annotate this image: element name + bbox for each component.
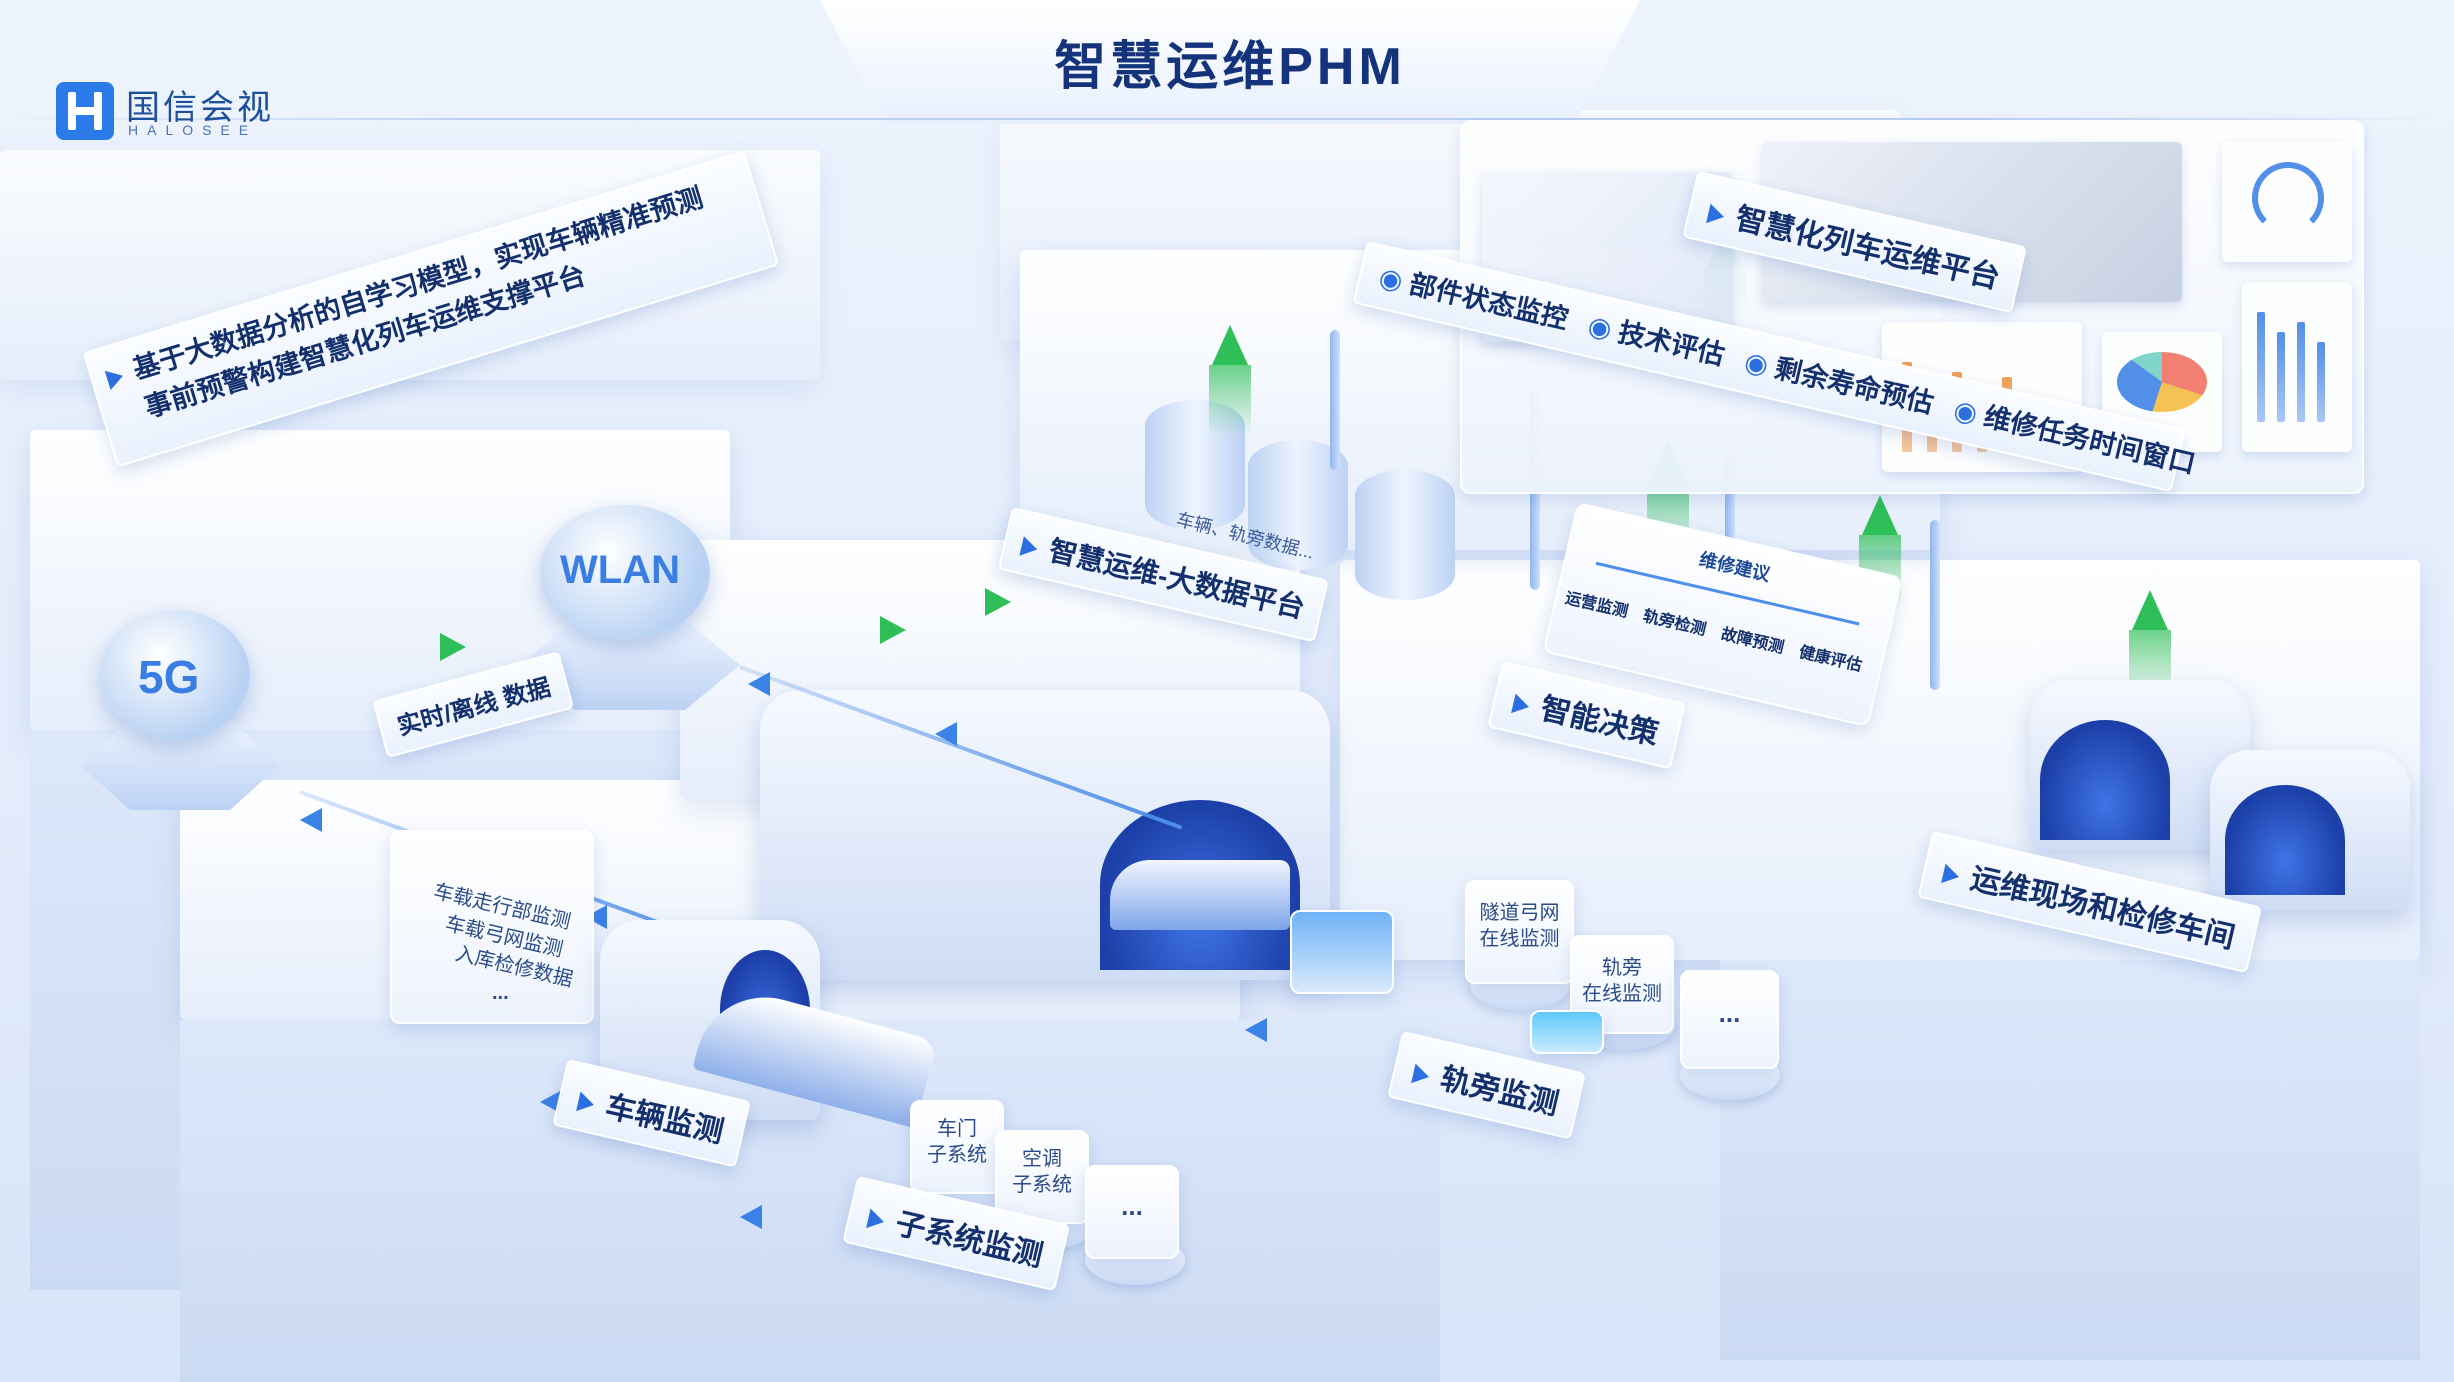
trackside-device [1290, 910, 1394, 994]
pointer-icon [1511, 693, 1532, 717]
subsystem-card-line1: ... [1121, 1191, 1143, 1221]
flow-arrow-icon [300, 808, 322, 832]
train-icon [1110, 860, 1290, 930]
trackside-card-line1: ... [1718, 998, 1741, 1028]
pipe-connector [1330, 330, 1340, 470]
pointer-icon [104, 366, 126, 390]
trackside-card-line1: 隧道弓网 [1479, 902, 1560, 924]
brand-name: 国信会视 [126, 89, 274, 127]
subsystem-card: 空调 子系统 [995, 1130, 1089, 1224]
flow-arrow-icon [740, 1205, 762, 1229]
subsystem-card: ... [1085, 1165, 1179, 1259]
flow-arrow-icon [440, 633, 466, 661]
subsystem-card-line2: 子系统 [1012, 1174, 1072, 1196]
page-title: 智慧运维PHM [1054, 38, 1406, 96]
tunnel-entrance [2040, 720, 2170, 840]
decision-item: 轨旁检测 [1641, 607, 1708, 639]
trackside-card-line2: 在线监测 [1582, 983, 1662, 1005]
pointer-icon [1411, 1063, 1432, 1087]
pointer-icon [1941, 863, 1962, 887]
flow-arrow-icon [985, 588, 1011, 616]
board-title: 维修建议 [1697, 549, 1773, 585]
cloud-5g-label: 5G [138, 651, 200, 703]
subsystem-card-line1: 空调 [1022, 1148, 1062, 1170]
pointer-icon [576, 1091, 597, 1115]
decision-item: 运营监测 [1563, 589, 1630, 621]
gauge-widget [2222, 142, 2352, 262]
trackside-card-line1: 轨旁 [1602, 957, 1642, 979]
flow-arrow-icon [935, 722, 957, 746]
cloud-wlan-icon [540, 505, 710, 640]
pipe-connector [1725, 450, 1735, 580]
decision-item: 健康评估 [1797, 643, 1864, 675]
pipe-connector [1930, 520, 1940, 690]
flow-arrow-icon [748, 672, 770, 696]
cloud-5g-icon [100, 610, 250, 740]
subsystem-card-line1: 车门 [937, 1118, 977, 1140]
flow-arrow-icon [1245, 1018, 1267, 1042]
trackside-card: 隧道弓网 在线监测 [1465, 880, 1574, 984]
vehicle-data-board: 车载走行部监测 车载弓网监测 入库检修数据 ... [390, 830, 594, 1024]
subsystem-card: 车门 子系统 [910, 1100, 1004, 1194]
platform-right-face [1720, 960, 2420, 1360]
trackside-card-line2: 在线监测 [1479, 928, 1560, 950]
cloud-wlan-label: WLAN [560, 548, 680, 592]
subsystem-card-line2: 子系统 [927, 1144, 987, 1166]
trackside-screen [1530, 1010, 1604, 1054]
pointer-icon [1706, 203, 1727, 227]
flow-arrow-icon [880, 616, 906, 644]
header-banner [820, 0, 1640, 124]
upload-arrow-icon [1209, 325, 1251, 435]
halosee-logo-icon [56, 82, 114, 140]
vehicle-data-line: ... [492, 982, 509, 1004]
database-icon [1355, 470, 1455, 600]
brand-subtitle: HALOSEE [128, 122, 258, 138]
vertical-bars-widget [2242, 282, 2352, 452]
tunnel-entrance [2225, 785, 2345, 895]
decision-item: 故障预测 [1719, 625, 1786, 657]
trackside-card: ... [1680, 970, 1779, 1069]
pointer-icon [1019, 535, 1040, 559]
header-divider [0, 118, 2454, 120]
feature-item: ◉ 技术评估 [1585, 310, 1728, 371]
pointer-icon [866, 1208, 887, 1232]
